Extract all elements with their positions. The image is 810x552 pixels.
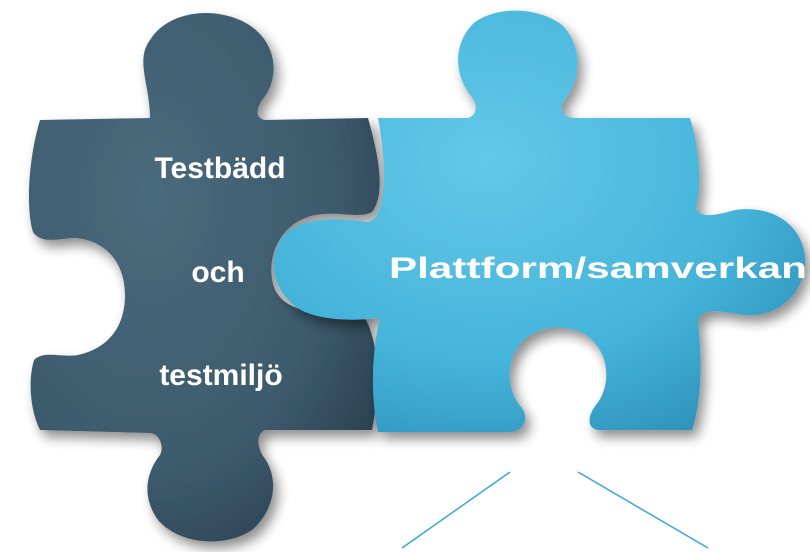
right-piece-label: Plattform/samverkan: [389, 252, 807, 285]
right-puzzle-piece: [273, 10, 806, 432]
left-piece-line-2: och: [191, 256, 244, 289]
left-piece-line-1: Testbädd: [154, 152, 285, 185]
left-puzzle-piece: [28, 12, 380, 542]
left-piece-line-3: testmiljö: [159, 359, 282, 392]
connector-line-right: [577, 471, 709, 549]
connector-line-left: [401, 471, 511, 549]
